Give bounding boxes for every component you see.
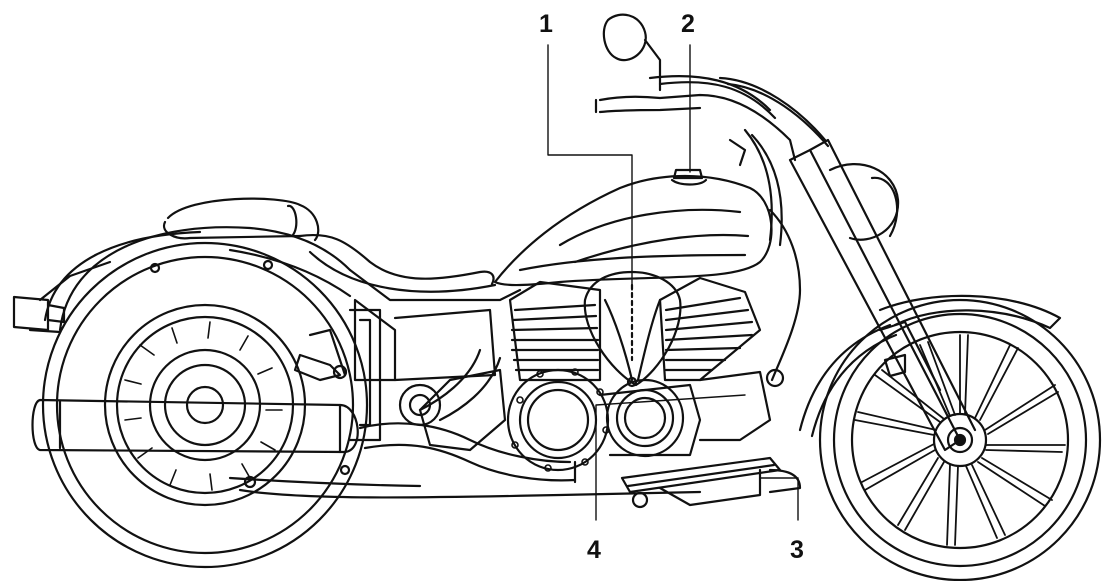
frame xyxy=(293,268,522,442)
callout-4: 4 xyxy=(587,536,601,564)
leader-1 xyxy=(547,44,633,291)
leader-3 xyxy=(759,477,799,521)
callout-1: 1 xyxy=(539,10,553,38)
fuel-cap xyxy=(672,168,704,180)
callout-2: 2 xyxy=(681,10,695,38)
frame-rails xyxy=(228,464,702,499)
fuel-tank xyxy=(493,168,773,287)
seat xyxy=(162,197,497,298)
leader-4 xyxy=(595,394,746,521)
engine xyxy=(398,270,772,472)
footboard xyxy=(620,456,802,509)
callout-leaders xyxy=(547,44,799,521)
callout-3: 3 xyxy=(790,536,804,564)
front-end xyxy=(594,13,977,452)
front-wheel xyxy=(818,298,1102,581)
tail-light xyxy=(12,295,66,332)
exhaust xyxy=(31,348,577,484)
